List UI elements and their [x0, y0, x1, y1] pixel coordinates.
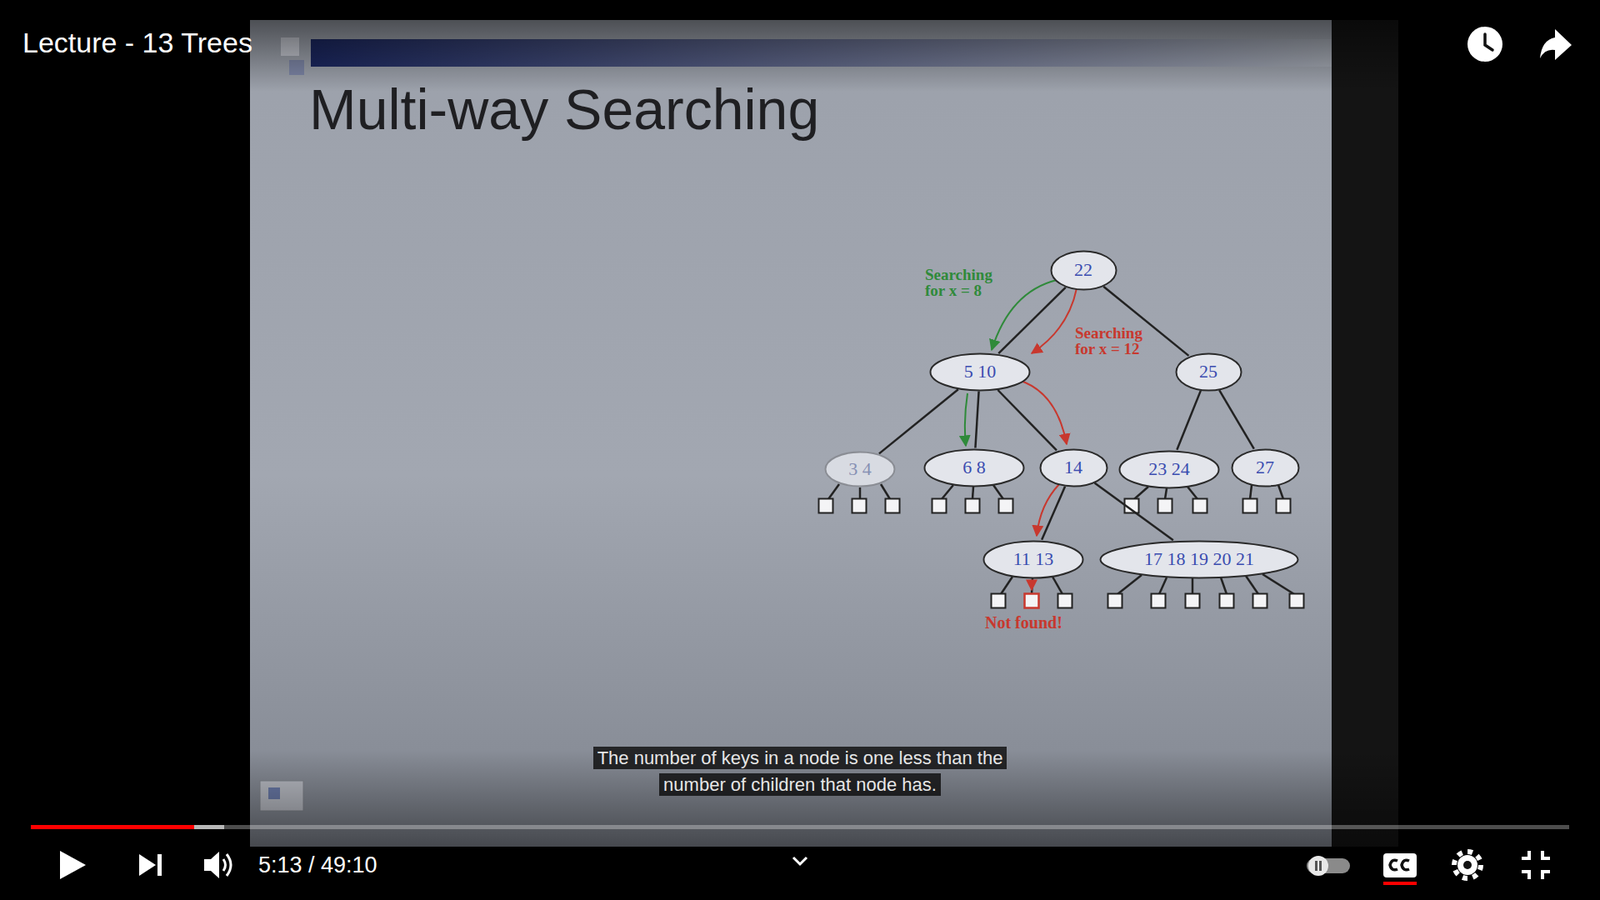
not-found-leaf [1025, 594, 1040, 609]
tree-node: 27 [1230, 448, 1300, 488]
frame-strip [1331, 20, 1399, 847]
tree-node: 5 10 [929, 352, 1031, 392]
tree-edge [879, 389, 959, 454]
node-keys: 14 [1064, 457, 1083, 478]
node-keys: 11 13 [1013, 549, 1055, 570]
node-keys: 6 8 [962, 457, 986, 478]
clock-icon [1467, 26, 1503, 62]
tree-node: 25 [1175, 352, 1243, 392]
video-title: Lecture - 13 Trees [22, 26, 253, 60]
autoplay-toggle [1306, 855, 1350, 876]
tree-node: 23 24 [1118, 450, 1220, 490]
tree-node: 6 8 [923, 448, 1025, 488]
tree-node: 14 [1039, 448, 1109, 488]
slide [250, 20, 1332, 847]
tree-edge [1041, 486, 1065, 540]
tree-edge [1094, 483, 1173, 541]
exit-fullscreen-icon [1521, 850, 1550, 880]
volume-icon [204, 851, 231, 879]
node-keys: 25 [1199, 361, 1218, 382]
chevron-icon [793, 857, 807, 865]
tree-edge [975, 390, 979, 448]
node-keys: 3 4 [848, 459, 872, 480]
captions-icon [1383, 853, 1417, 885]
leaf-squares [819, 499, 1305, 609]
tree-edge [997, 390, 1057, 450]
tree-edge [998, 287, 1066, 354]
node-keys: 5 10 [964, 361, 997, 382]
settings-icon [1454, 851, 1481, 879]
progress-track [30, 825, 1570, 830]
closed-caption: The number of keys in a node is one less… [593, 746, 1008, 796]
play-icon [60, 850, 86, 880]
node-keys: 23 24 [1148, 459, 1190, 480]
time-display: 5:13 / 49:10 [258, 852, 378, 879]
search-note: Searching for x = 8 [925, 266, 1005, 299]
tree-edge [1219, 390, 1255, 449]
progress-buffer [30, 825, 225, 830]
tree-node: 11 13 [982, 540, 1085, 580]
next-icon [139, 854, 162, 876]
tree-edge [1176, 390, 1200, 450]
node-keys: 22 [1074, 260, 1093, 280]
node-keys: 27 [1255, 457, 1275, 478]
tree-node: 17 18 19 20 21 [1099, 540, 1300, 580]
progress-played [30, 825, 195, 830]
result-note: Not found! [985, 613, 1063, 633]
slide-title: Multi-way Searching [309, 76, 820, 142]
share-icon [1540, 29, 1572, 60]
node-keys: 17 18 19 20 21 [1144, 549, 1255, 570]
search-note: Searching for x = 12 [1075, 325, 1162, 357]
tree-node: 22 [1050, 250, 1118, 291]
bottom-shade [0, 750, 1600, 900]
tree-node: 3 4 [824, 450, 896, 488]
caption-area: The number of keys in a node is one less… [583, 745, 1017, 800]
